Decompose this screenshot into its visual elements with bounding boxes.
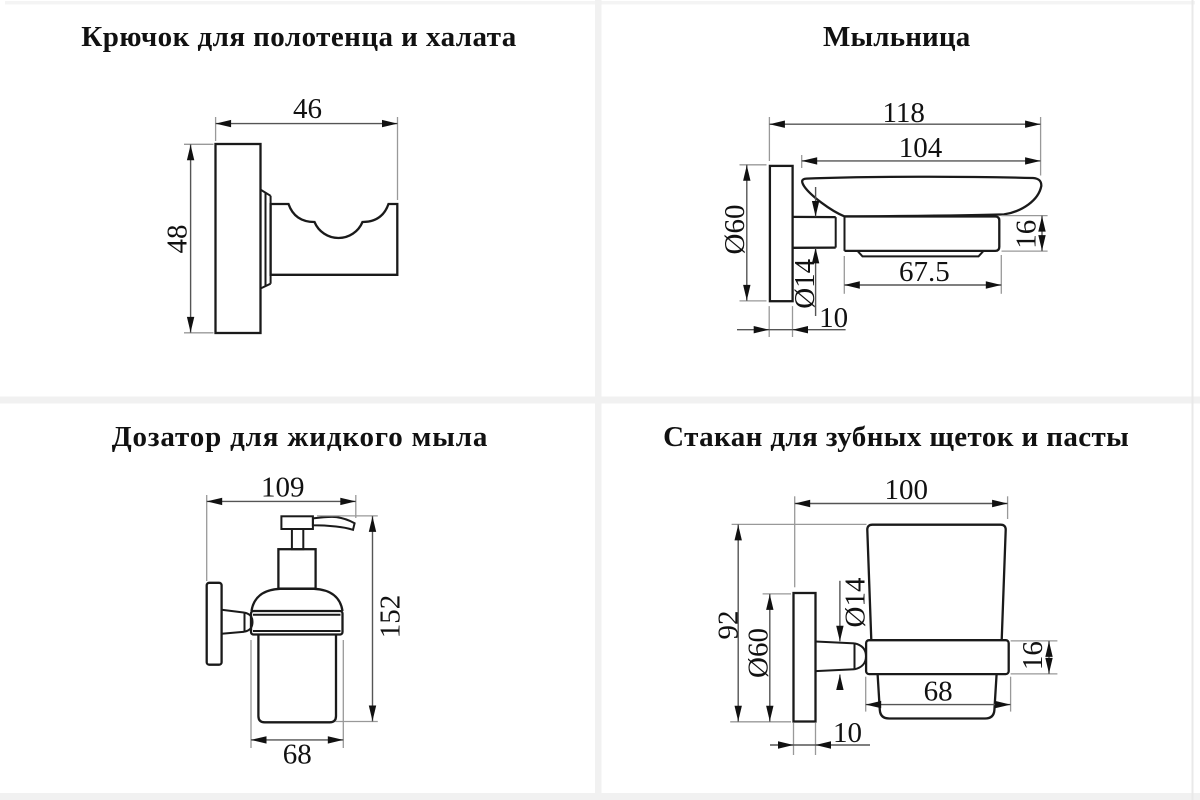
svg-text:16: 16 [1010, 220, 1042, 249]
svg-text:68: 68 [283, 739, 312, 771]
svg-text:Ø60: Ø60 [743, 628, 775, 678]
svg-text:46: 46 [293, 93, 322, 125]
svg-text:10: 10 [833, 717, 862, 749]
svg-text:109: 109 [261, 472, 305, 504]
svg-text:Мыльница: Мыльница [823, 21, 971, 53]
svg-text:152: 152 [375, 595, 407, 639]
svg-text:Ø60: Ø60 [719, 205, 751, 255]
svg-text:Ø14: Ø14 [789, 258, 821, 308]
svg-text:100: 100 [884, 474, 928, 506]
svg-text:Стакан для зубных щеток и паст: Стакан для зубных щеток и пасты [663, 421, 1129, 453]
svg-text:48: 48 [162, 225, 194, 254]
svg-text:67.5: 67.5 [899, 256, 950, 288]
svg-text:68: 68 [924, 676, 953, 708]
svg-text:118: 118 [882, 97, 924, 129]
svg-text:16: 16 [1017, 641, 1049, 670]
svg-text:10: 10 [819, 302, 848, 334]
svg-text:Крючок для полотенца и халата: Крючок для полотенца и халата [81, 21, 516, 53]
svg-text:92: 92 [712, 611, 744, 640]
svg-text:104: 104 [899, 132, 943, 164]
svg-text:Ø14: Ø14 [839, 577, 871, 627]
svg-text:Дозатор для жидкого мыла: Дозатор для жидкого мыла [112, 421, 488, 453]
